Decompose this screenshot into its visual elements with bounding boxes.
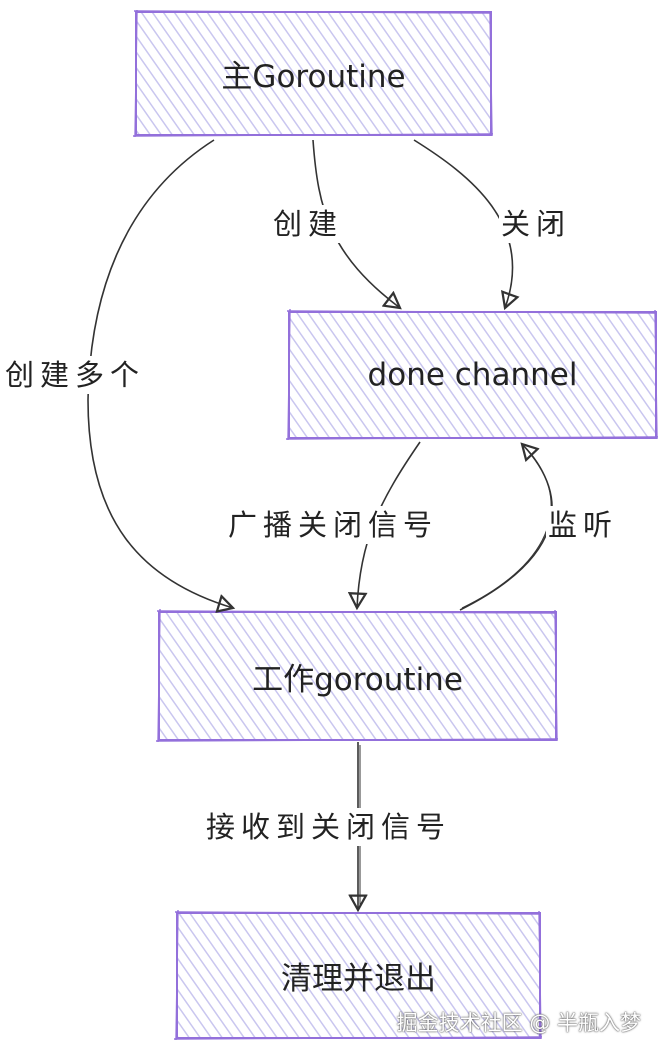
node-cleanup-box: [173, 909, 543, 1041]
node-done-channel-label: done channel: [367, 357, 578, 393]
edge-label-create-many: 创建多个: [3, 356, 148, 394]
edge-label-close: 关闭: [499, 205, 574, 243]
node-worker: 工作goroutine: [159, 612, 556, 740]
edge-listen: [459, 444, 553, 611]
edge-close: [413, 139, 513, 308]
node-done-box: [285, 308, 659, 441]
edge-label-receive: 接收到关闭信号: [204, 808, 454, 846]
node-worker-label: 工作goroutine: [252, 661, 463, 698]
watermark: 掘金技术社区 @ 半瓶入梦: [396, 1011, 641, 1035]
node-worker-box: [155, 608, 559, 743]
node-cleanup-label: 清理并退出: [281, 961, 436, 997]
node-done-channel: done channel: [289, 312, 656, 438]
node-main: 主Goroutine: [136, 12, 491, 135]
node-main-label: 主Goroutine: [221, 59, 406, 95]
edge-create-many: [87, 139, 233, 608]
node-cleanup: 清理并退出: [177, 913, 540, 1038]
edge-label-broadcast: 广播关闭信号: [226, 506, 441, 544]
node-main-box: [132, 9, 494, 138]
edge-label-create: 创建: [271, 205, 346, 243]
edge-label-listen: 监听: [546, 506, 621, 544]
